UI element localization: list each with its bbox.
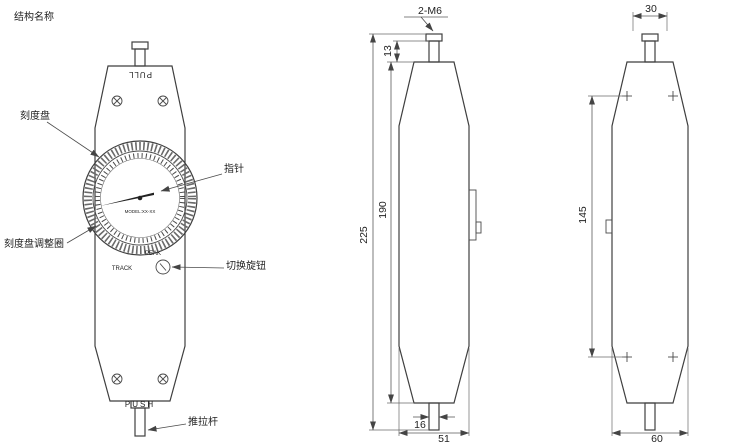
dim-51-label: 51 bbox=[438, 433, 450, 443]
push-label: PUSH bbox=[125, 400, 155, 409]
switch-knob bbox=[155, 259, 171, 275]
dim-16-label: 16 bbox=[414, 419, 426, 431]
dim-13-label: 13 bbox=[382, 45, 394, 57]
top-rod-cap bbox=[131, 41, 149, 50]
side-body bbox=[398, 61, 470, 404]
rear-top-rod bbox=[644, 40, 656, 63]
rear-body bbox=[611, 61, 689, 404]
track-label: TRACK bbox=[112, 266, 132, 272]
screw-hole-marks bbox=[622, 91, 678, 362]
rear-top-rod-cap bbox=[641, 33, 659, 42]
pull-label: PULL bbox=[128, 70, 152, 79]
callout-pointer: 指针 bbox=[224, 162, 244, 175]
structure-name-title: 结构名称 bbox=[14, 10, 54, 23]
model-label: MODEL:XX-XX bbox=[125, 209, 156, 214]
dim-thread-leader bbox=[420, 16, 434, 32]
screw-top-right-icon bbox=[157, 95, 169, 107]
rear-bottom-rod bbox=[644, 402, 656, 431]
dim-225-label: 225 bbox=[358, 226, 370, 244]
callout-dial-leader bbox=[46, 121, 100, 158]
rear-knob-edge bbox=[605, 219, 613, 234]
dim-60-label: 60 bbox=[651, 433, 663, 443]
callout-dial-ring-leader bbox=[66, 225, 97, 244]
push-pull-rod bbox=[134, 407, 146, 437]
peak-label: PEAK bbox=[145, 251, 161, 257]
dial: MODEL:XX-XX bbox=[82, 140, 198, 256]
rear-view bbox=[605, 33, 689, 431]
needle-hub bbox=[137, 195, 143, 201]
callout-labels: 结构名称 刻度盘 刻度盘调整圈 指针 切换旋钮 推拉杆 bbox=[4, 10, 266, 432]
screw-bottom-right-icon bbox=[157, 373, 169, 385]
screw-bottom-left-icon bbox=[111, 373, 123, 385]
callout-rod-leader bbox=[147, 423, 187, 432]
rear-view-dimensions: 30 145 60 bbox=[577, 3, 689, 443]
dim-145-label: 145 bbox=[577, 206, 589, 224]
side-top-rod-cap bbox=[425, 33, 443, 42]
gauge-body bbox=[94, 65, 186, 402]
dial-bezel bbox=[82, 140, 198, 256]
callout-dial: 刻度盘 bbox=[20, 109, 50, 122]
side-view-dimensions: 2-M6 13 225 190 16 51 bbox=[358, 5, 470, 443]
dial-face bbox=[92, 150, 188, 246]
dial-adjust-ring-knurl bbox=[84, 142, 196, 254]
needle bbox=[100, 192, 154, 206]
callout-rod: 推拉杆 bbox=[188, 415, 218, 428]
callout-pointer-leader bbox=[160, 173, 223, 192]
dim-thread-label: 2-M6 bbox=[418, 5, 442, 17]
callout-switch-knob-leader bbox=[171, 264, 225, 271]
dim-30-label: 30 bbox=[645, 3, 657, 15]
dial-scale-inner-ring bbox=[100, 158, 180, 238]
screw-top-left-icon bbox=[111, 95, 123, 107]
callout-dial-ring: 刻度盘调整圈 bbox=[4, 237, 64, 250]
top-rod bbox=[134, 48, 146, 67]
side-knob-edge bbox=[475, 221, 482, 234]
dial-scale-ticks bbox=[95, 153, 185, 243]
callout-switch-knob: 切换旋钮 bbox=[226, 259, 266, 272]
side-top-rod bbox=[428, 40, 440, 63]
front-view: PULL MODEL:XX-XX PEAK TRACK bbox=[82, 41, 198, 437]
dim-190-label: 190 bbox=[377, 201, 389, 219]
side-dial-housing-edge bbox=[468, 189, 477, 241]
side-bottom-rod bbox=[428, 402, 440, 431]
